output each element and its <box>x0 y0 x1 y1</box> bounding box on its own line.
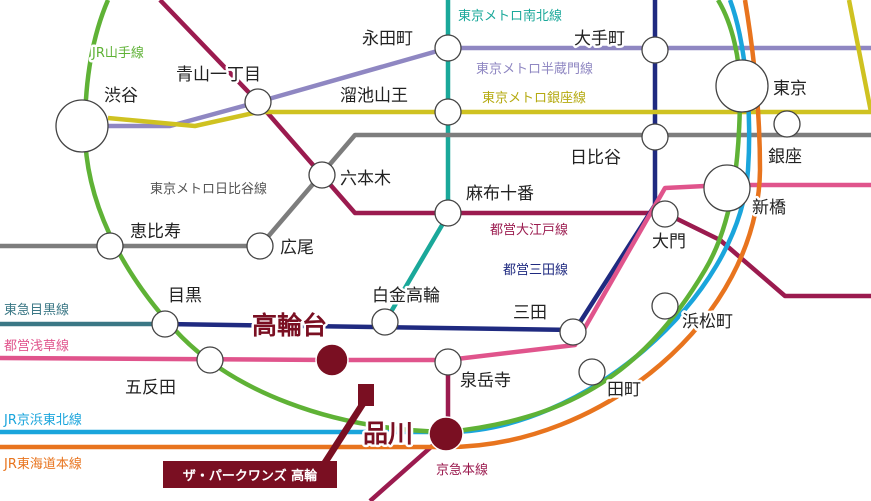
property-marker <box>358 384 374 406</box>
label-jr-keihin-tohoku: JR京浜東北線 <box>3 412 82 428</box>
property-callout: ザ・パークワンズ 高輪 <box>163 384 374 488</box>
label-toei-oedo: 都営大江戸線 <box>490 222 568 238</box>
name-nagatacho: 永田町 <box>362 29 413 49</box>
label-metro-ginza: 東京メトロ銀座線 <box>482 90 586 106</box>
label-metro-namboku: 東京メトロ南北線 <box>458 8 562 24</box>
station-hamamatsucho[interactable] <box>651 292 679 320</box>
name-shimbashi: 新橋 <box>752 198 786 218</box>
name-ginza: 銀座 <box>768 147 802 167</box>
station-meguro[interactable] <box>151 310 179 338</box>
station-markers <box>55 34 801 386</box>
label-toei-asakusa: 都営浅草線 <box>4 338 69 354</box>
property-pointer <box>322 402 368 461</box>
station-otemachi[interactable] <box>641 36 669 64</box>
station-ginza[interactable] <box>773 110 801 138</box>
name-tamachi: 田町 <box>607 380 641 400</box>
name-shirokane-takanawa: 白金高輪 <box>372 286 440 306</box>
name-azabu-juban: 麻布十番 <box>466 184 534 204</box>
label-tokyu-meguro: 東急目黒線 <box>4 302 69 318</box>
station-shibuya[interactable] <box>55 99 109 153</box>
name-ebisu: 恵比寿 <box>130 222 181 242</box>
station-azabu-juban[interactable] <box>434 199 462 227</box>
line-toei-oedo <box>158 0 871 299</box>
station-mita[interactable] <box>559 318 587 346</box>
station-tameike-sanno[interactable] <box>434 98 462 126</box>
name-takanawadai: 高輪台 <box>252 311 327 340</box>
name-sengakuji: 泉岳寺 <box>460 371 511 391</box>
property-label-box <box>163 461 337 488</box>
station-nagatacho[interactable] <box>434 34 462 62</box>
label-metro-hibiya: 東京メトロ日比谷線 <box>150 181 267 197</box>
label-jr-tokaido: JR東海道本線 <box>3 456 82 472</box>
station-hibiya[interactable] <box>641 123 669 151</box>
line-metro-hibiya <box>0 132 871 249</box>
line-jr-yamanote-west <box>82 0 449 435</box>
station-shirokane-takanawa[interactable] <box>371 308 399 336</box>
station-daimon[interactable] <box>651 200 679 228</box>
station-tokyo[interactable] <box>715 59 769 113</box>
station-roppongi[interactable] <box>308 161 336 189</box>
name-tameike-sanno: 溜池山王 <box>340 86 408 106</box>
station-shinagawa[interactable] <box>428 416 464 452</box>
station-labels: 永田町 大手町 渋谷 青山一丁目 溜池山王 東京 日比谷 銀座 六本木 麻布十番… <box>102 27 810 451</box>
name-otemachi: 大手町 <box>574 29 625 49</box>
line-toei-mita <box>164 0 658 333</box>
name-tokyo: 東京 <box>773 79 807 99</box>
property-label: ザ・パークワンズ 高輪 <box>183 468 318 484</box>
name-gotanda: 五反田 <box>125 378 176 398</box>
name-hamamatsucho: 浜松町 <box>682 312 733 332</box>
label-toei-mita: 都営三田線 <box>503 262 568 278</box>
station-ebisu[interactable] <box>96 232 124 260</box>
line-labels: 東京メトロ南北線 JR山手線 東京メトロ半蔵門線 東京メトロ銀座線 東京メトロ日… <box>1 6 596 481</box>
line-jr-keihin-tohoku <box>0 0 752 435</box>
station-gotanda[interactable] <box>196 346 224 374</box>
name-meguro: 目黒 <box>168 286 202 306</box>
name-shinagawa: 品川 <box>363 419 413 448</box>
name-daimon: 大門 <box>652 232 686 252</box>
station-takanawadai[interactable] <box>315 343 349 377</box>
name-roppongi: 六本木 <box>340 169 391 189</box>
label-metro-hanzomon: 東京メトロ半蔵門線 <box>476 61 593 77</box>
label-jr-yamanote: JR山手線 <box>91 45 144 61</box>
name-hibiya: 日比谷 <box>570 148 621 168</box>
label-keikyu: 京急本線 <box>436 462 488 478</box>
station-shimbashi[interactable] <box>703 164 751 212</box>
name-mita: 三田 <box>513 303 547 323</box>
station-hiroo[interactable] <box>246 232 274 260</box>
name-aoyama-itchome: 青山一丁目 <box>176 65 261 85</box>
name-shibuya: 渋谷 <box>104 86 138 106</box>
station-aoyama-itchome[interactable] <box>244 88 272 116</box>
station-sengakuji[interactable] <box>434 348 462 376</box>
name-hiroo: 広尾 <box>280 238 314 258</box>
station-tamachi[interactable] <box>578 358 606 386</box>
